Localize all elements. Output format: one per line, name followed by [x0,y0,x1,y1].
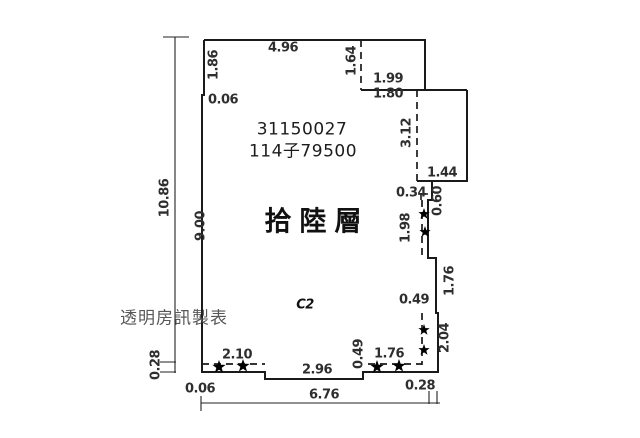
dim-right-step-lower: 0.49 [398,292,430,308]
dim-right-window-upper: 1.98 [398,212,414,244]
dim-bottom-jog: 0.06 [184,381,216,397]
parcel-label: 114子79500 [248,141,358,162]
dim-right-step: 0.34 [395,185,427,201]
room-code: C2 [296,297,314,313]
dim-left-top: 1.86 [206,49,222,81]
dim-recess-depth: 1.64 [344,45,360,77]
dim-bottom-step: 0.49 [351,338,367,370]
wall-step-notch [420,193,428,200]
dim-left-total: 10.86 [157,178,173,218]
dim-right-wall-mid: 1.76 [442,265,458,297]
dim-recess-width-inner: 1.80 [372,86,404,102]
floor-label: 拾陸層 [264,206,370,238]
dim-right-ledge: 0.60 [430,185,446,217]
dim-bottom-window-left: 2.10 [221,347,253,363]
dim-left-wall: 9.00 [193,210,209,242]
dim-balcony-depth: 3.12 [399,117,415,149]
dim-bottom-window-right: 1.76 [373,346,405,362]
dim-balcony-width: 1.44 [426,165,458,181]
dim-bottom-total: 6.76 [308,387,340,403]
watermark: 透明房訊製表 [120,308,228,329]
dimension-line-left [160,36,189,373]
dim-top-width: 4.96 [267,40,299,56]
star-marker [418,324,430,335]
unit-number: 31150027 [256,119,348,140]
dimension-line-bottom [200,391,440,411]
dim-left-jog: 0.06 [207,92,239,108]
star-marker [418,344,430,355]
dim-bottom-right: 0.28 [404,378,436,394]
star-marker [370,360,384,373]
dim-right-window-lower: 2.04 [437,322,453,354]
dim-recess-width-outer: 1.99 [372,71,404,87]
wall-outline [201,39,468,380]
dim-bottom-mid: 2.96 [301,362,333,378]
dim-bottom-left-height: 0.28 [148,349,164,381]
